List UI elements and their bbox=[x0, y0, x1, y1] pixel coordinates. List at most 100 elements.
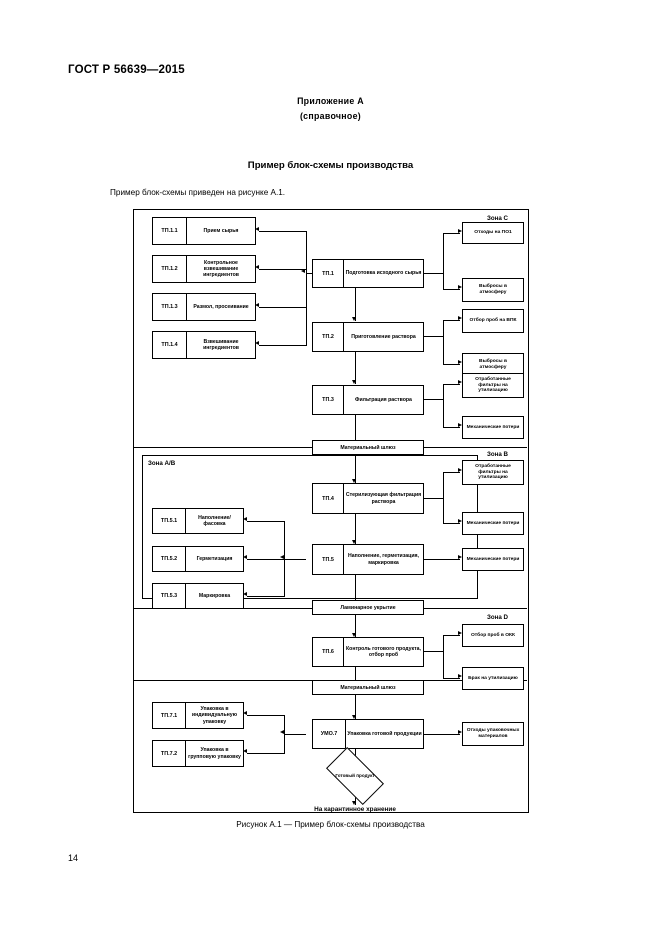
stage-title: Упаковка в групповую упаковку bbox=[188, 747, 241, 760]
stage-code: ТП.6 bbox=[313, 638, 344, 666]
stage-title: Подготовка исходного сырья bbox=[345, 270, 422, 277]
gateway-laminar-cover[interactable]: Ламинарное укрытие bbox=[312, 600, 424, 615]
stage-box-tp4[interactable]: ТП.4 Стерилизующая фильтрация раствора bbox=[312, 483, 424, 514]
out-tp3-stub bbox=[424, 399, 444, 401]
stage-box-tp1-1[interactable]: ТП.1.1 Прием сырья bbox=[152, 217, 256, 245]
arrow-tp4-tp5 bbox=[352, 540, 356, 544]
gateway-material-airlock-1[interactable]: Материальный шлюз bbox=[312, 440, 424, 455]
output-box-otbor-prob-okk[interactable]: Отбор проб в ОКК bbox=[462, 624, 524, 647]
out-tp3-b bbox=[443, 427, 460, 429]
arrow-out-tp6-b bbox=[458, 674, 462, 678]
zone-label-b: Зона B bbox=[487, 451, 509, 458]
arrow-tp1-2 bbox=[255, 265, 259, 269]
out-tp4-bus bbox=[443, 472, 445, 524]
arrow-tp1-1 bbox=[255, 227, 259, 231]
arrow-tp1-bus bbox=[301, 269, 305, 273]
out-tp1-a bbox=[443, 233, 460, 235]
section-title: Пример блок-схемы производства bbox=[247, 160, 414, 171]
intro-paragraph: Пример блок-схемы приведен на рисунке А.… bbox=[110, 188, 286, 197]
spine-tp3-gw1 bbox=[355, 415, 357, 441]
arrow-out-tp4-b bbox=[458, 519, 462, 523]
stage-box-tp1-4[interactable]: ТП.1.4 Взвешивание ингредиентов bbox=[152, 331, 256, 359]
stage-code: ТП.1.4 bbox=[153, 332, 187, 358]
link-tp5-1 bbox=[247, 521, 285, 523]
output-box-brak[interactable]: Брак на утилизацию bbox=[462, 667, 524, 690]
bus-umo7-vertical bbox=[284, 715, 286, 753]
stage-code: ТП.5 bbox=[313, 545, 344, 574]
output-box-otkhody-upakovki[interactable]: Отходы упаковочных материалов bbox=[462, 722, 524, 746]
arrow-umo7-bus bbox=[280, 730, 284, 734]
stage-box-tp1-2[interactable]: ТП.1.2 Контрольное взвешивание ингредиен… bbox=[152, 255, 256, 283]
zone-label-ab: Зона A/B bbox=[148, 460, 176, 467]
bus-tp1-sub-vertical bbox=[306, 231, 308, 346]
arrow-out-tp2-a bbox=[458, 316, 462, 320]
output-box-poteri-2[interactable]: Механические потери bbox=[462, 512, 524, 535]
stage-code: ТП.7.1 bbox=[153, 703, 186, 728]
output-box-vybrosy-1[interactable]: Выбросы в атмосферу bbox=[462, 278, 524, 302]
stage-code: ТП.5.3 bbox=[153, 584, 186, 608]
link-tp1-2 bbox=[259, 269, 307, 271]
stage-code: ТП.4 bbox=[313, 484, 344, 513]
stage-box-tp5[interactable]: ТП.5 Наполнение, герметизация, маркировк… bbox=[312, 544, 424, 575]
stage-box-tp5-3[interactable]: ТП.5.3 Маркировка bbox=[152, 583, 244, 609]
link-tp5-3 bbox=[247, 596, 285, 598]
output-box-filtry-1[interactable]: Отработанные фильтры на утилизацию bbox=[462, 373, 524, 398]
stage-title: Прием сырья bbox=[203, 227, 239, 234]
output-box-otbor-prob-vpk[interactable]: Отбор проб на ВПК bbox=[462, 309, 524, 333]
arrow-umo7-1 bbox=[243, 711, 247, 715]
stage-box-tp2[interactable]: ТП.2 Приготовление раствора bbox=[312, 322, 424, 352]
arrow-tp5-3 bbox=[243, 592, 247, 596]
out-tp4-b bbox=[443, 523, 460, 525]
out-tp6-b bbox=[443, 678, 460, 680]
decision-finished-product[interactable]: Готовый продукт bbox=[326, 747, 384, 805]
stage-box-tp1-3[interactable]: ТП.1.3 Размол, просеивание bbox=[152, 293, 256, 321]
stage-box-tp7-1[interactable]: ТП.7.1 Упаковка в индивидуальную упаковк… bbox=[152, 702, 244, 729]
stage-box-tp1[interactable]: ТП.1 Подготовка исходного сырья bbox=[312, 259, 424, 288]
spine-tp4-tp5 bbox=[355, 514, 357, 544]
arrow-gw3-umo7 bbox=[352, 715, 356, 719]
arrow-umo7-2 bbox=[243, 749, 247, 753]
zone-label-c: Зона C bbox=[487, 215, 509, 222]
arrow-gw1-tp4 bbox=[352, 479, 356, 483]
annex-title: Приложение А bbox=[297, 96, 364, 106]
figure-caption: Рисунок А.1 — Пример блок-схемы производ… bbox=[236, 820, 425, 829]
stage-box-tp6[interactable]: ТП.6 Контроль готового продукта, отбор п… bbox=[312, 637, 424, 667]
arrow-out-tp2-b bbox=[458, 360, 462, 364]
stage-code: ТП.1.2 bbox=[153, 256, 187, 282]
output-box-poteri-1[interactable]: Механические потери bbox=[462, 416, 524, 439]
stage-code: ТП.1.1 bbox=[153, 218, 187, 244]
stage-box-tp3[interactable]: ТП.3 Фильтрация раствора bbox=[312, 385, 424, 415]
arrow-gw2-tp6 bbox=[352, 633, 356, 637]
output-box-poteri-3[interactable]: Механические потери bbox=[462, 548, 524, 571]
spine-tp1-tp2 bbox=[355, 288, 357, 321]
arrow-tp5-2 bbox=[243, 555, 247, 559]
stage-box-tp5-1[interactable]: ТП.5.1 Наполнение/ фасовка bbox=[152, 508, 244, 534]
stage-title: Приготовление раствора bbox=[351, 333, 416, 340]
stage-code: ТП.5.2 bbox=[153, 547, 186, 571]
stage-title: Контроль готового продукта, отбор проб bbox=[345, 645, 421, 658]
stage-code: ТП.7.2 bbox=[153, 741, 186, 766]
arrow-tp1-3 bbox=[255, 303, 259, 307]
stage-box-tp5-2[interactable]: ТП.5.2 Герметизация bbox=[152, 546, 244, 572]
gateway-material-airlock-2[interactable]: Материальный шлюз bbox=[312, 680, 424, 695]
end-label-quarantine: На карантинное хранение bbox=[314, 806, 396, 813]
out-umo7-line bbox=[424, 734, 460, 736]
stage-title: Наполнение, герметизация, маркировка bbox=[348, 553, 419, 566]
output-box-filtry-2[interactable]: Отработанные фильтры на утилизацию bbox=[462, 460, 524, 485]
stage-title: Упаковка в индивидуальную упаковку bbox=[191, 706, 238, 725]
stage-code: ТП.2 bbox=[313, 323, 344, 351]
decision-label: Готовый продукт bbox=[335, 773, 375, 779]
spine-gw1-tp4 bbox=[355, 455, 357, 483]
arrow-out-umo7 bbox=[458, 730, 462, 734]
arrow-tp5-bus bbox=[280, 555, 284, 559]
stage-code: ТП.5.1 bbox=[153, 509, 186, 533]
spine-tp5-gw2 bbox=[355, 575, 357, 601]
arrow-out-tp3-a bbox=[458, 380, 462, 384]
gost-standard-header: ГОСТ Р 56639—2015 bbox=[68, 64, 185, 76]
stage-box-umo7[interactable]: УМО.7 Упаковка готовой продукции bbox=[312, 719, 424, 749]
stage-box-tp7-2[interactable]: ТП.7.2 Упаковка в групповую упаковку bbox=[152, 740, 244, 767]
out-tp5-line bbox=[424, 559, 460, 561]
output-box-otkhody-po1[interactable]: Отходы на ПО1 bbox=[462, 222, 524, 244]
arrow-tp2-tp3 bbox=[352, 380, 356, 384]
stage-title: Маркировка bbox=[198, 592, 231, 599]
